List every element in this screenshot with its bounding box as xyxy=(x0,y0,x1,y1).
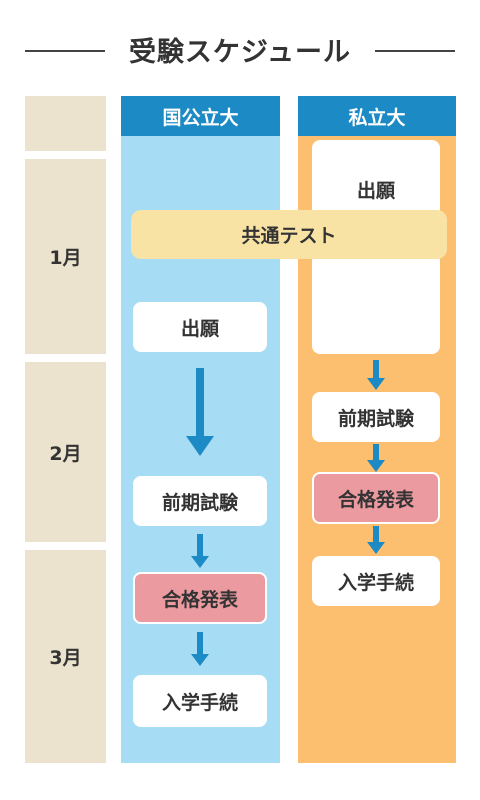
arrow-down-icon xyxy=(188,632,212,666)
private-university-header: 私立大 xyxy=(298,96,456,136)
title-line-right xyxy=(375,50,455,52)
month-march: 3月 xyxy=(25,550,106,763)
arrow-down-icon xyxy=(185,368,215,456)
national-university-header: 国公立大 xyxy=(121,96,280,136)
national-enroll-box: 入学手続 xyxy=(133,675,267,727)
national-apply-box: 出願 xyxy=(133,302,267,352)
private-exam-box: 前期試験 xyxy=(312,392,440,442)
month-february: 2月 xyxy=(25,362,106,542)
arrow-down-icon xyxy=(188,534,212,568)
page-title: 受験スケジュール xyxy=(128,37,352,68)
arrow-down-icon xyxy=(364,526,388,554)
private-enroll-box: 入学手続 xyxy=(312,556,440,606)
title-line-left xyxy=(25,50,105,52)
month-header-spacer xyxy=(25,96,106,151)
national-result-box: 合格発表 xyxy=(133,572,267,624)
national-exam-box: 前期試験 xyxy=(133,476,267,526)
arrow-down-icon xyxy=(364,444,388,472)
common-test-banner: 共通テスト xyxy=(131,210,447,259)
arrow-down-icon xyxy=(364,360,388,390)
month-january: 1月 xyxy=(25,159,106,354)
private-result-box: 合格発表 xyxy=(312,472,440,524)
